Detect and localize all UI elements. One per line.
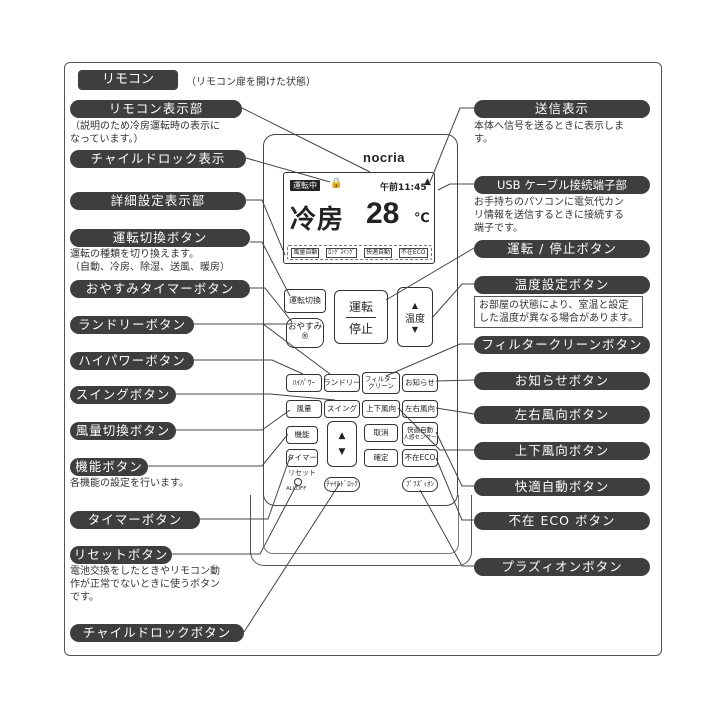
notice-button[interactable]: お知らせ bbox=[402, 374, 438, 392]
temp-down-icon: ▼ bbox=[411, 324, 419, 334]
swing-button[interactable]: スイング bbox=[324, 400, 360, 418]
up-arrow-icon: ▲ bbox=[338, 431, 346, 441]
eco-away-button[interactable]: 不在ECO bbox=[402, 449, 438, 467]
filter-label: フィルター bbox=[364, 374, 398, 383]
label-swing-button: スイングボタン bbox=[70, 386, 176, 404]
timer-button[interactable]: タイマー bbox=[286, 449, 318, 467]
reset-label: リセット bbox=[288, 469, 316, 477]
label-function-button: 機能ボタン bbox=[70, 458, 148, 476]
lr-direction-button[interactable]: 左右風向 bbox=[402, 400, 438, 418]
label-usb-port: USB ケーブル接続端子部 bbox=[474, 176, 650, 194]
mode-switch-button[interactable]: 運転切換 bbox=[284, 289, 326, 313]
label-filter-clean-button: フィルタークリーンボタン bbox=[474, 336, 650, 354]
function-button[interactable]: 機能 bbox=[286, 426, 318, 444]
label-high-power-button: ハイパワーボタン bbox=[70, 352, 194, 370]
detail-chip: 快適自動 bbox=[364, 247, 393, 258]
all-off-label: ALLOFF bbox=[286, 486, 307, 492]
label-transmit-display: 送信表示 bbox=[474, 100, 650, 118]
plasmion-button[interactable]: ﾌﾟﾗｽﾞｨｵﾝ bbox=[402, 477, 438, 492]
brand-logo: nocria bbox=[363, 150, 406, 165]
temperature-button[interactable]: ▲ 温度 ▼ bbox=[397, 287, 433, 347]
clean-label: クリーン bbox=[368, 382, 394, 390]
desc-transmit-display: 本体へ信号を送るときに表示しま す。 bbox=[474, 121, 624, 145]
desc-temp-button: お部屋の状態により、室温と設定 した温度が異なる場合があります。 bbox=[474, 296, 643, 328]
label-lr-direction-button: 左右風向ボタン bbox=[474, 406, 650, 424]
label-display: リモコン表示部 bbox=[70, 100, 242, 118]
comfort-label: 快適自動 bbox=[407, 426, 433, 435]
label-detail-display: 詳細設定表示部 bbox=[70, 192, 246, 210]
label-timer-button: タイマーボタン bbox=[70, 511, 200, 529]
lock-icon: 🔒 bbox=[330, 178, 343, 189]
desc-usb-port: お手持ちのパソコンに電気代カン リ情報を送信するときに接続する 端子です。 bbox=[474, 197, 624, 234]
label-ud-direction-button: 上下風向ボタン bbox=[474, 442, 650, 460]
signal-icon: ▲ bbox=[424, 177, 431, 187]
desc-function-button: 各機能の設定を行います。 bbox=[70, 478, 189, 489]
detail-chip: ﾛﾝｸﾞｽｲﾝｸﾞ bbox=[326, 247, 358, 258]
desc-mode-button: 運転の種類を切り換えます。 （自動、冷房、除湿、送風、暖房） bbox=[70, 249, 230, 273]
label-laundry-button: ランドリーボタン bbox=[70, 316, 194, 334]
label-comfort-auto-button: 快適自動ボタン bbox=[474, 478, 650, 496]
sensor-label: 人感センサー bbox=[403, 434, 437, 441]
label-temp-button: 温度設定ボタン bbox=[474, 276, 650, 294]
child-lock-button[interactable]: ﾁｬｲﾙﾄﾞﾛｯｸ bbox=[324, 477, 360, 492]
temp-label: 温度 bbox=[405, 313, 425, 325]
temperature-unit: ℃ bbox=[414, 211, 430, 226]
label-child-lock-button: チャイルドロックボタン bbox=[70, 624, 244, 642]
filter-clean-button[interactable]: フィルター クリーン bbox=[362, 372, 400, 394]
run-stop-button[interactable]: 運転 停止 bbox=[334, 290, 388, 344]
label-child-lock-display: チャイルドロック表示 bbox=[70, 150, 246, 168]
confirm-button[interactable]: 確定 bbox=[364, 449, 398, 467]
clock-display: 午前11:45 bbox=[380, 183, 427, 193]
label-eco-away-button: 不在 ECO ボタン bbox=[474, 512, 650, 530]
sleep-timer-sub: ® bbox=[300, 332, 310, 342]
label-mode-button: 運転切換ボタン bbox=[70, 229, 250, 247]
desc-display: （説明のため冷房運転時の表示に なっています。） bbox=[70, 121, 220, 145]
label-plasmion-button: プラズィオンボタン bbox=[474, 558, 650, 576]
mode-display: 冷房 bbox=[290, 205, 345, 235]
desc-reset-button: 電池交換をしたときやリモコン動 作が正常でないときに使うボタン です。 bbox=[70, 566, 220, 603]
comfort-auto-button[interactable]: 快適自動 人感センサー bbox=[402, 422, 438, 446]
label-reset-button: リセットボタン bbox=[70, 546, 172, 564]
sleep-timer-button[interactable]: おやすみ ® bbox=[286, 318, 324, 348]
detail-chip: 不在ECO bbox=[398, 247, 428, 258]
temp-up-icon: ▲ bbox=[411, 300, 419, 310]
fan-speed-button[interactable]: 風量 bbox=[286, 400, 322, 418]
label-sleep-timer-button: おやすみタイマーボタン bbox=[70, 280, 250, 298]
updown-selector[interactable]: ▲ ▼ bbox=[327, 421, 357, 467]
subtitle: （リモコン扉を開けた状態） bbox=[186, 77, 316, 88]
cancel-button[interactable]: 取消 bbox=[364, 424, 398, 442]
stop-label: 停止 bbox=[348, 321, 373, 336]
title-label: リモコン bbox=[78, 70, 178, 90]
laundry-button[interactable]: ランドリー bbox=[324, 374, 360, 392]
run-stop-divider bbox=[346, 316, 376, 318]
temperature-display: 28 bbox=[366, 197, 400, 230]
detail-chip: 風量自動 bbox=[291, 247, 320, 258]
label-fan-speed-button: 風量切換ボタン bbox=[70, 422, 176, 440]
run-label: 運転 bbox=[348, 299, 373, 314]
remote-display: 運転中 🔒 午前11:45 ▲ 冷房 28 ℃ 風量自動 ﾛﾝｸﾞｽｲﾝｸﾞ 快… bbox=[283, 172, 435, 264]
detail-settings-row: 風量自動 ﾛﾝｸﾞｽｲﾝｸﾞ 快適自動 不在ECO bbox=[287, 245, 432, 260]
reset-button[interactable] bbox=[294, 478, 302, 486]
label-run-stop-button: 運転 / 停止ボタン bbox=[474, 240, 650, 258]
running-indicator: 運転中 bbox=[290, 180, 320, 191]
high-power-button[interactable]: ﾊｲﾊﾟﾜｰ bbox=[286, 374, 322, 392]
label-notice-button: お知らせボタン bbox=[474, 372, 650, 390]
down-arrow-icon: ▼ bbox=[338, 447, 346, 457]
ud-direction-button[interactable]: 上下風向 bbox=[362, 400, 400, 418]
